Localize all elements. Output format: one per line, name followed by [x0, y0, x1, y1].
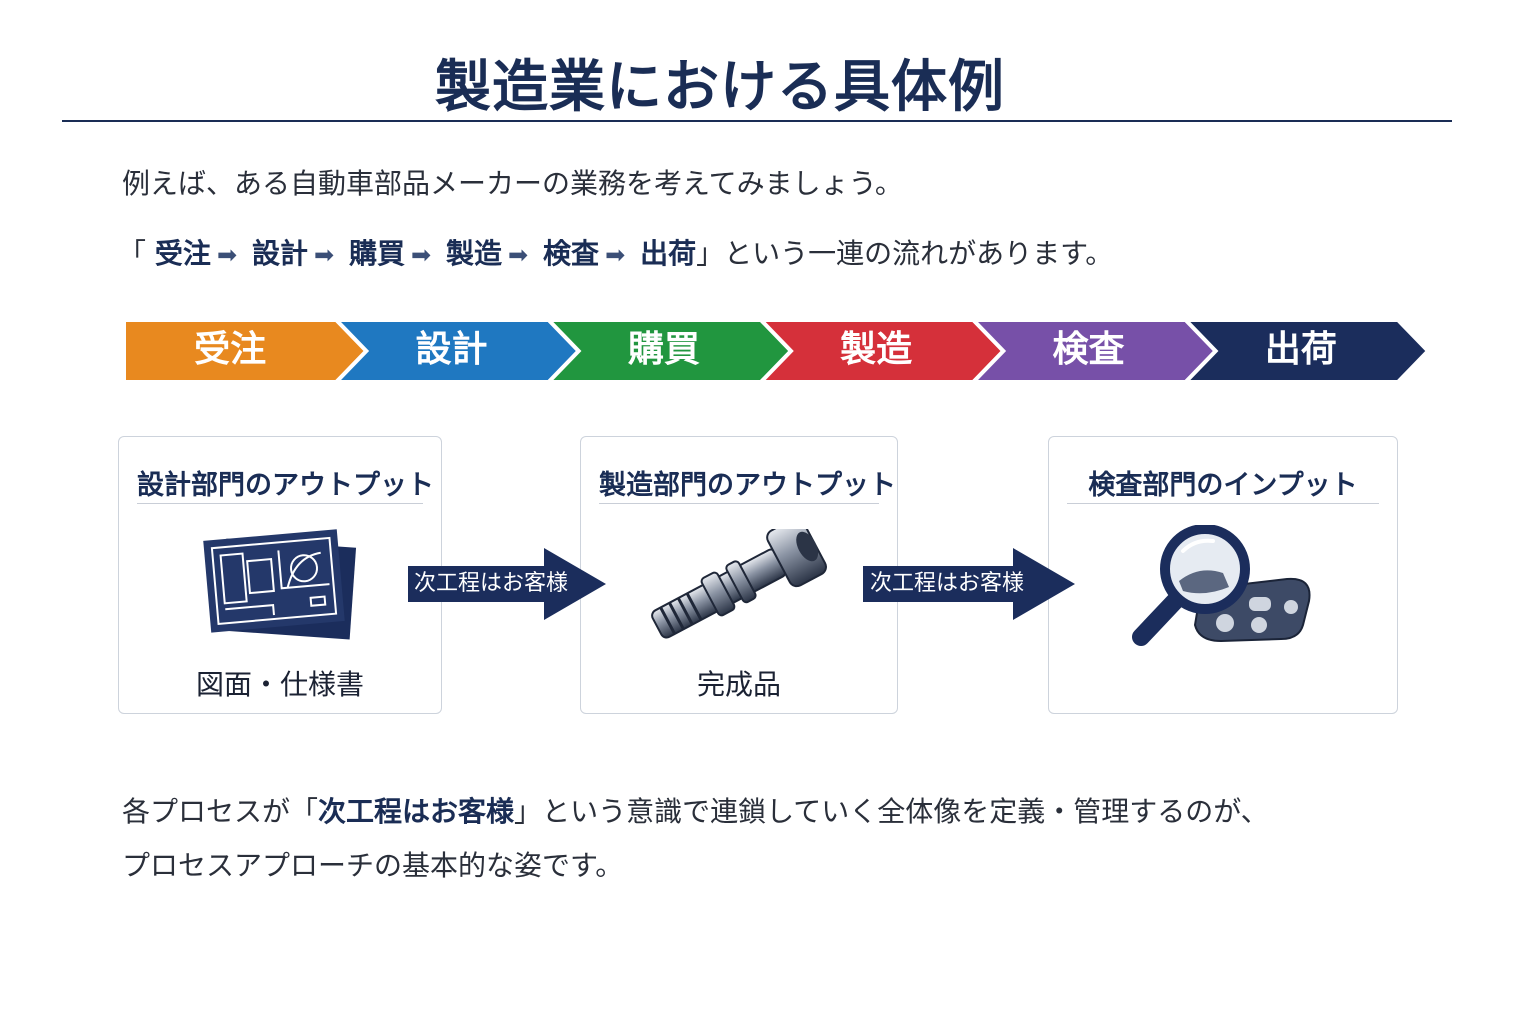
process-chevron [1180, 318, 1431, 384]
conclusion-line-2: プロセスアプローチの基本的な姿です。 [122, 849, 624, 882]
process-chevron-band [122, 318, 1431, 384]
quote-close: 」 [696, 237, 725, 270]
conclusion-text: という意識で連鎖していく全体像を定義・管理するのが、 [542, 795, 1269, 828]
manufacturing-output-card: 製造部門のアウトプット 完成品 [580, 436, 898, 714]
conclusion-text: 各プロセスが [122, 795, 291, 828]
blueprint-icon [203, 529, 357, 640]
flow-step: 検査 [543, 237, 600, 270]
process-step-label: 購買 [627, 329, 700, 370]
arrow-icon: ➡ [605, 241, 626, 269]
flow-step: 製造 [446, 237, 503, 270]
flow-step: 設計 [251, 237, 308, 270]
flow-step: 購買 [348, 237, 405, 270]
card-title: 設計部門のアウトプット [137, 463, 434, 504]
emphasis-text: 次工程はお客様 [318, 795, 515, 828]
connector-label: 次工程はお客様 [870, 571, 1025, 596]
design-output-card: 設計部門のアウトプット 図面・仕様書 [118, 436, 442, 714]
bolt-icon [651, 529, 827, 639]
process-step-label: 設計 [415, 329, 488, 370]
flow-step: 出荷 [640, 237, 697, 270]
page-title: 製造業における具体例 [435, 55, 1005, 120]
quote-open: 「 [290, 795, 319, 828]
connector-arrow [408, 548, 606, 620]
flow-step: 受注 [154, 237, 211, 270]
quote-open: 「 [118, 237, 147, 270]
inspection-input-card: 検査部門のインプット [1048, 436, 1398, 714]
connector-label: 次工程はお客様 [414, 571, 569, 596]
arrow-icon: ➡ [216, 241, 238, 269]
flow-sentence: 「 受注➡ 設計➡ 購買➡ 製造➡ 検査➡ 出荷」という一連の流れがあります。 [118, 232, 1113, 272]
process-step-label: 製造 [840, 329, 913, 370]
connector-arrow [863, 548, 1075, 620]
arrow-icon: ➡ [508, 241, 529, 269]
conclusion-line-1: 各プロセスが「次工程はお客様」という意識で連鎖していく全体像を定義・管理するのが… [122, 790, 1269, 830]
arrow-icon: ➡ [411, 241, 432, 269]
intro-text: 例えば、ある自動車部品メーカーの業務を考えてみましょう。 [122, 167, 903, 200]
magnifier-icon [1132, 525, 1311, 646]
card-title: 製造部門のアウトプット [599, 463, 896, 504]
quote-close: 」 [514, 795, 543, 828]
card-caption: 図面・仕様書 [195, 668, 364, 701]
flow-suffix: という一連の流れがあります。 [724, 237, 1114, 270]
process-step-label: 出荷 [1264, 329, 1337, 370]
arrow-icon: ➡ [313, 241, 335, 269]
card-caption: 完成品 [696, 668, 781, 701]
title-divider [62, 120, 1452, 122]
process-step-label: 受注 [194, 329, 267, 370]
card-title: 検査部門のインプット [1067, 463, 1379, 504]
process-step-label: 検査 [1052, 329, 1125, 370]
